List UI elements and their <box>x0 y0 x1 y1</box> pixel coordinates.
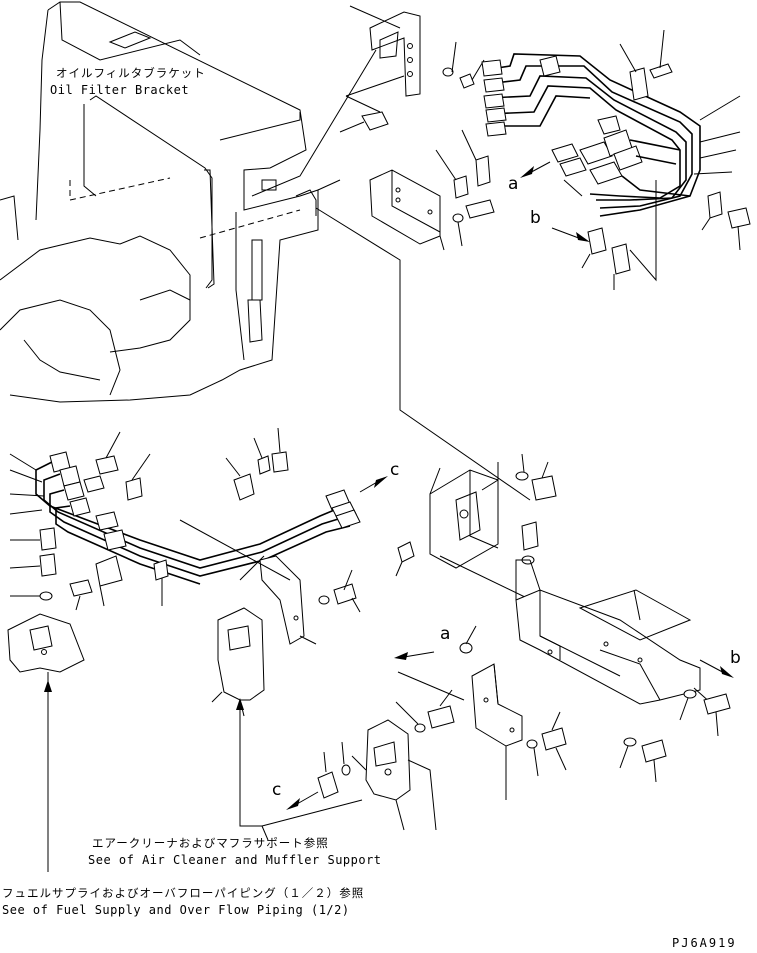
upper-right-clips <box>581 180 751 290</box>
callout-a-upper: a <box>508 174 519 194</box>
oil-filter-bracket-top <box>251 5 421 197</box>
oil-filter-bracket-label-en: Oil Filter Bracket <box>50 83 190 97</box>
right-lower-bolts <box>619 689 731 783</box>
lower-l-bracket <box>395 625 567 800</box>
engine-outline <box>0 1 341 403</box>
callout-a-lower: a <box>440 624 451 644</box>
mid-pipe-clamps <box>39 427 289 611</box>
air-cleaner-reference-en: See of Air Cleaner and Muffler Support <box>88 853 382 867</box>
callout-c-lower: c <box>272 780 282 800</box>
callout-c-mid: c <box>390 460 400 480</box>
right-mid-bracket <box>395 453 561 615</box>
fuel-supply-reference-en: See of Fuel Supply and Over Flow Piping … <box>2 903 350 917</box>
callout-b-lower: b <box>730 648 741 668</box>
callout-arrows <box>286 161 734 810</box>
reference-leaders <box>44 680 363 872</box>
top-bolt-left <box>339 41 485 133</box>
mid-bracket <box>179 519 361 645</box>
drawing-code: PJ6A919 <box>672 936 737 950</box>
right-main-frame <box>515 559 713 705</box>
callout-b-upper: b <box>530 208 541 228</box>
lower-valve-assembly <box>317 719 437 831</box>
fuel-block <box>7 613 85 688</box>
oil-filter-bracket-label-jp: オイルフィルタブラケット <box>56 66 206 80</box>
upper-mid-bracket <box>315 129 531 501</box>
mid-valve-body <box>211 607 265 717</box>
air-cleaner-reference-jp: エアークリーナおよびマフラサポート参照 <box>92 836 329 850</box>
fuel-supply-reference-jp: フュエルサプライおよびオーバフローパイピング（１／２）参照 <box>2 886 365 900</box>
mid-pipe-bundle <box>9 451 361 597</box>
top-pipe-bundle <box>481 29 741 217</box>
pipe-fittings-cluster <box>551 129 691 197</box>
